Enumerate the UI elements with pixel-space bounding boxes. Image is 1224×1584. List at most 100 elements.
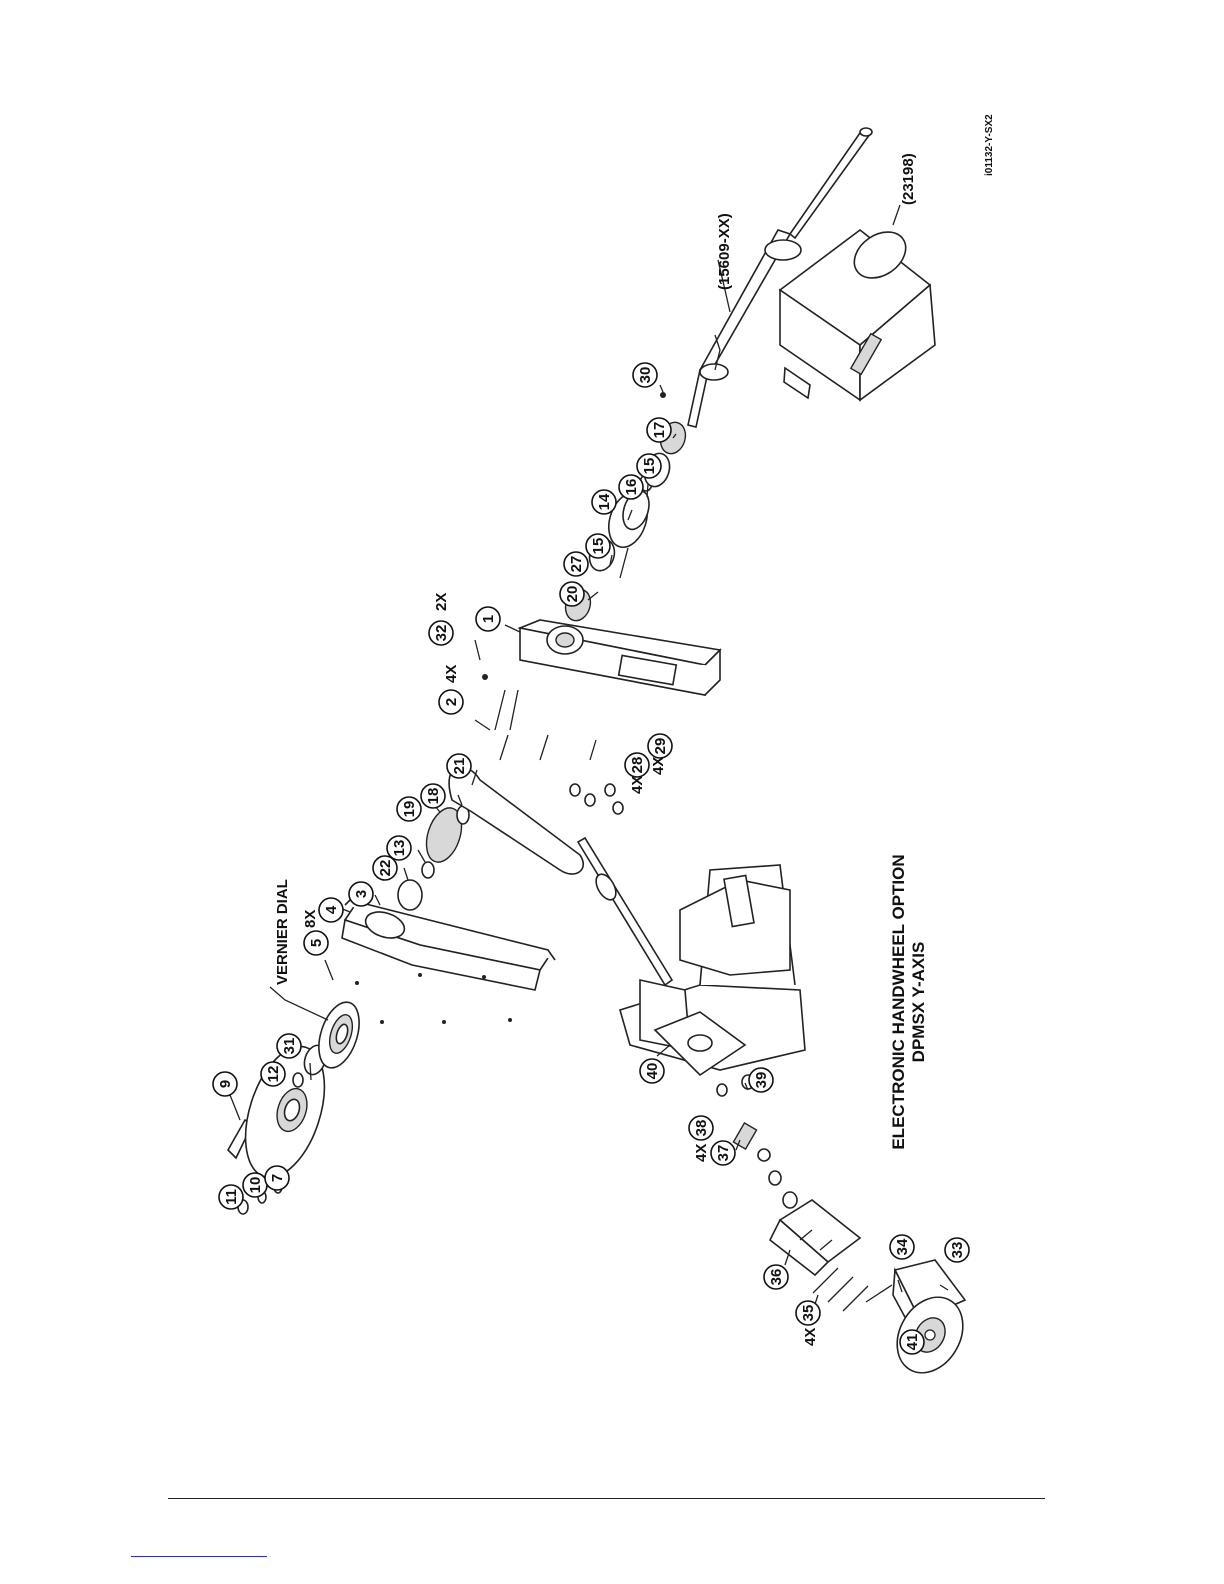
qty-28: 4X bbox=[629, 776, 646, 794]
housing-part bbox=[520, 620, 720, 695]
drawing-id: i01132-Y-SX2 bbox=[984, 114, 995, 176]
svg-text:35: 35 bbox=[800, 1305, 817, 1322]
svg-text:33: 33 bbox=[949, 1242, 966, 1259]
footer-link-underline[interactable] bbox=[131, 1556, 267, 1557]
svg-text:1: 1 bbox=[480, 615, 497, 623]
svg-text:3: 3 bbox=[353, 890, 370, 898]
callout-18: 18 bbox=[421, 784, 445, 808]
callout-10: 10 bbox=[243, 1173, 267, 1197]
callout-39: 39 bbox=[749, 1068, 773, 1092]
callout-3: 3 bbox=[349, 882, 373, 906]
callout-12: 12 bbox=[261, 1062, 285, 1086]
svg-text:29: 29 bbox=[652, 738, 669, 755]
diagram-title-line1: ELECTRONIC HANDWHEEL OPTION bbox=[889, 854, 908, 1149]
qty-29: 4X bbox=[650, 757, 667, 775]
qty-32: 2X bbox=[433, 593, 450, 611]
qty-35: 4X bbox=[802, 1328, 819, 1346]
callout-33: 33 bbox=[945, 1238, 969, 1262]
svg-text:30: 30 bbox=[637, 367, 654, 384]
callout-41: 41 bbox=[900, 1330, 924, 1354]
svg-text:38: 38 bbox=[693, 1120, 710, 1137]
callout-11: 11 bbox=[219, 1185, 243, 1209]
svg-text:40: 40 bbox=[644, 1063, 661, 1080]
svg-text:16: 16 bbox=[623, 479, 640, 496]
callout-2: 2 bbox=[439, 690, 463, 714]
svg-text:10: 10 bbox=[247, 1177, 264, 1194]
callout-21: 21 bbox=[447, 754, 471, 778]
ballscrew-label: (15609-XX) bbox=[716, 213, 733, 290]
svg-text:9: 9 bbox=[217, 1080, 234, 1088]
callout-22: 22 bbox=[373, 856, 397, 880]
vernier-dial-label: VERNIER DIAL bbox=[274, 879, 291, 985]
svg-text:27: 27 bbox=[568, 556, 585, 573]
callout-15-lower: 15 bbox=[637, 454, 661, 478]
svg-text:22: 22 bbox=[377, 860, 394, 877]
callout-1: 1 bbox=[476, 607, 500, 631]
bracket-screw-parts bbox=[813, 1268, 868, 1311]
callout-37: 37 bbox=[711, 1141, 735, 1165]
svg-text:20: 20 bbox=[564, 586, 581, 603]
svg-text:15: 15 bbox=[590, 538, 607, 555]
callout-13: 13 bbox=[387, 836, 411, 860]
callout-14: 14 bbox=[592, 490, 616, 514]
servo-motor-part bbox=[780, 223, 935, 400]
callout-20: 20 bbox=[560, 582, 584, 606]
svg-text:19: 19 bbox=[401, 801, 418, 818]
lower-assembly bbox=[578, 838, 976, 1385]
svg-text:39: 39 bbox=[753, 1072, 770, 1089]
callout-7: 7 bbox=[265, 1166, 289, 1190]
callout-34: 34 bbox=[890, 1235, 914, 1259]
svg-text:7: 7 bbox=[269, 1174, 286, 1182]
qty-2: 4X bbox=[443, 665, 460, 683]
footer-rule bbox=[168, 1498, 1045, 1499]
svg-text:14: 14 bbox=[596, 493, 613, 510]
callout-38: 38 bbox=[689, 1116, 713, 1140]
mount-hardware-parts bbox=[695, 1075, 797, 1208]
svg-text:15: 15 bbox=[641, 458, 658, 475]
callout-29: 29 bbox=[648, 734, 672, 758]
callout-27: 27 bbox=[564, 552, 588, 576]
svg-text:28: 28 bbox=[629, 757, 646, 774]
cover-plate-part bbox=[342, 900, 555, 1024]
screw-30-part bbox=[660, 392, 666, 398]
callout-32: 32 bbox=[429, 621, 453, 645]
handwheel-bracket-part bbox=[770, 1200, 860, 1275]
svg-text:34: 34 bbox=[894, 1238, 911, 1255]
svg-text:11: 11 bbox=[223, 1189, 240, 1205]
callout-40: 40 bbox=[640, 1059, 664, 1083]
callout-4: 4 bbox=[319, 898, 343, 922]
svg-text:4: 4 bbox=[323, 905, 340, 914]
svg-text:32: 32 bbox=[433, 625, 450, 642]
qty-5: 8X bbox=[302, 910, 319, 928]
diagram-title-line2: DPMSX Y-AXIS bbox=[909, 942, 928, 1063]
svg-text:17: 17 bbox=[651, 422, 668, 439]
svg-text:18: 18 bbox=[425, 788, 442, 805]
callout-28: 28 bbox=[625, 753, 649, 777]
bolt-parts bbox=[482, 674, 623, 814]
svg-text:2: 2 bbox=[443, 698, 460, 706]
svg-text:13: 13 bbox=[391, 840, 408, 857]
svg-text:21: 21 bbox=[451, 758, 468, 775]
callout-16: 16 bbox=[619, 475, 643, 499]
svg-text:31: 31 bbox=[281, 1038, 298, 1055]
callout-35: 35 bbox=[796, 1301, 820, 1325]
upper-assembly bbox=[228, 128, 935, 1214]
svg-text:36: 36 bbox=[768, 1269, 785, 1286]
callout-31: 31 bbox=[277, 1034, 301, 1058]
svg-text:5: 5 bbox=[308, 939, 325, 947]
svg-text:12: 12 bbox=[265, 1066, 282, 1083]
qty-38: 4X bbox=[693, 1144, 710, 1162]
callout-17: 17 bbox=[647, 418, 671, 442]
timing-belt-part bbox=[449, 767, 583, 874]
lower-shaft-part bbox=[578, 838, 672, 985]
callout-30: 30 bbox=[633, 363, 657, 387]
callout-19: 19 bbox=[397, 797, 421, 821]
callout-36: 36 bbox=[764, 1265, 788, 1289]
motor-label: (23198) bbox=[900, 153, 917, 205]
electronic-handwheel-part bbox=[884, 1260, 976, 1385]
callout-5: 5 bbox=[304, 931, 328, 955]
svg-text:41: 41 bbox=[904, 1334, 921, 1351]
callout-9: 9 bbox=[213, 1072, 237, 1096]
svg-text:37: 37 bbox=[715, 1145, 732, 1162]
